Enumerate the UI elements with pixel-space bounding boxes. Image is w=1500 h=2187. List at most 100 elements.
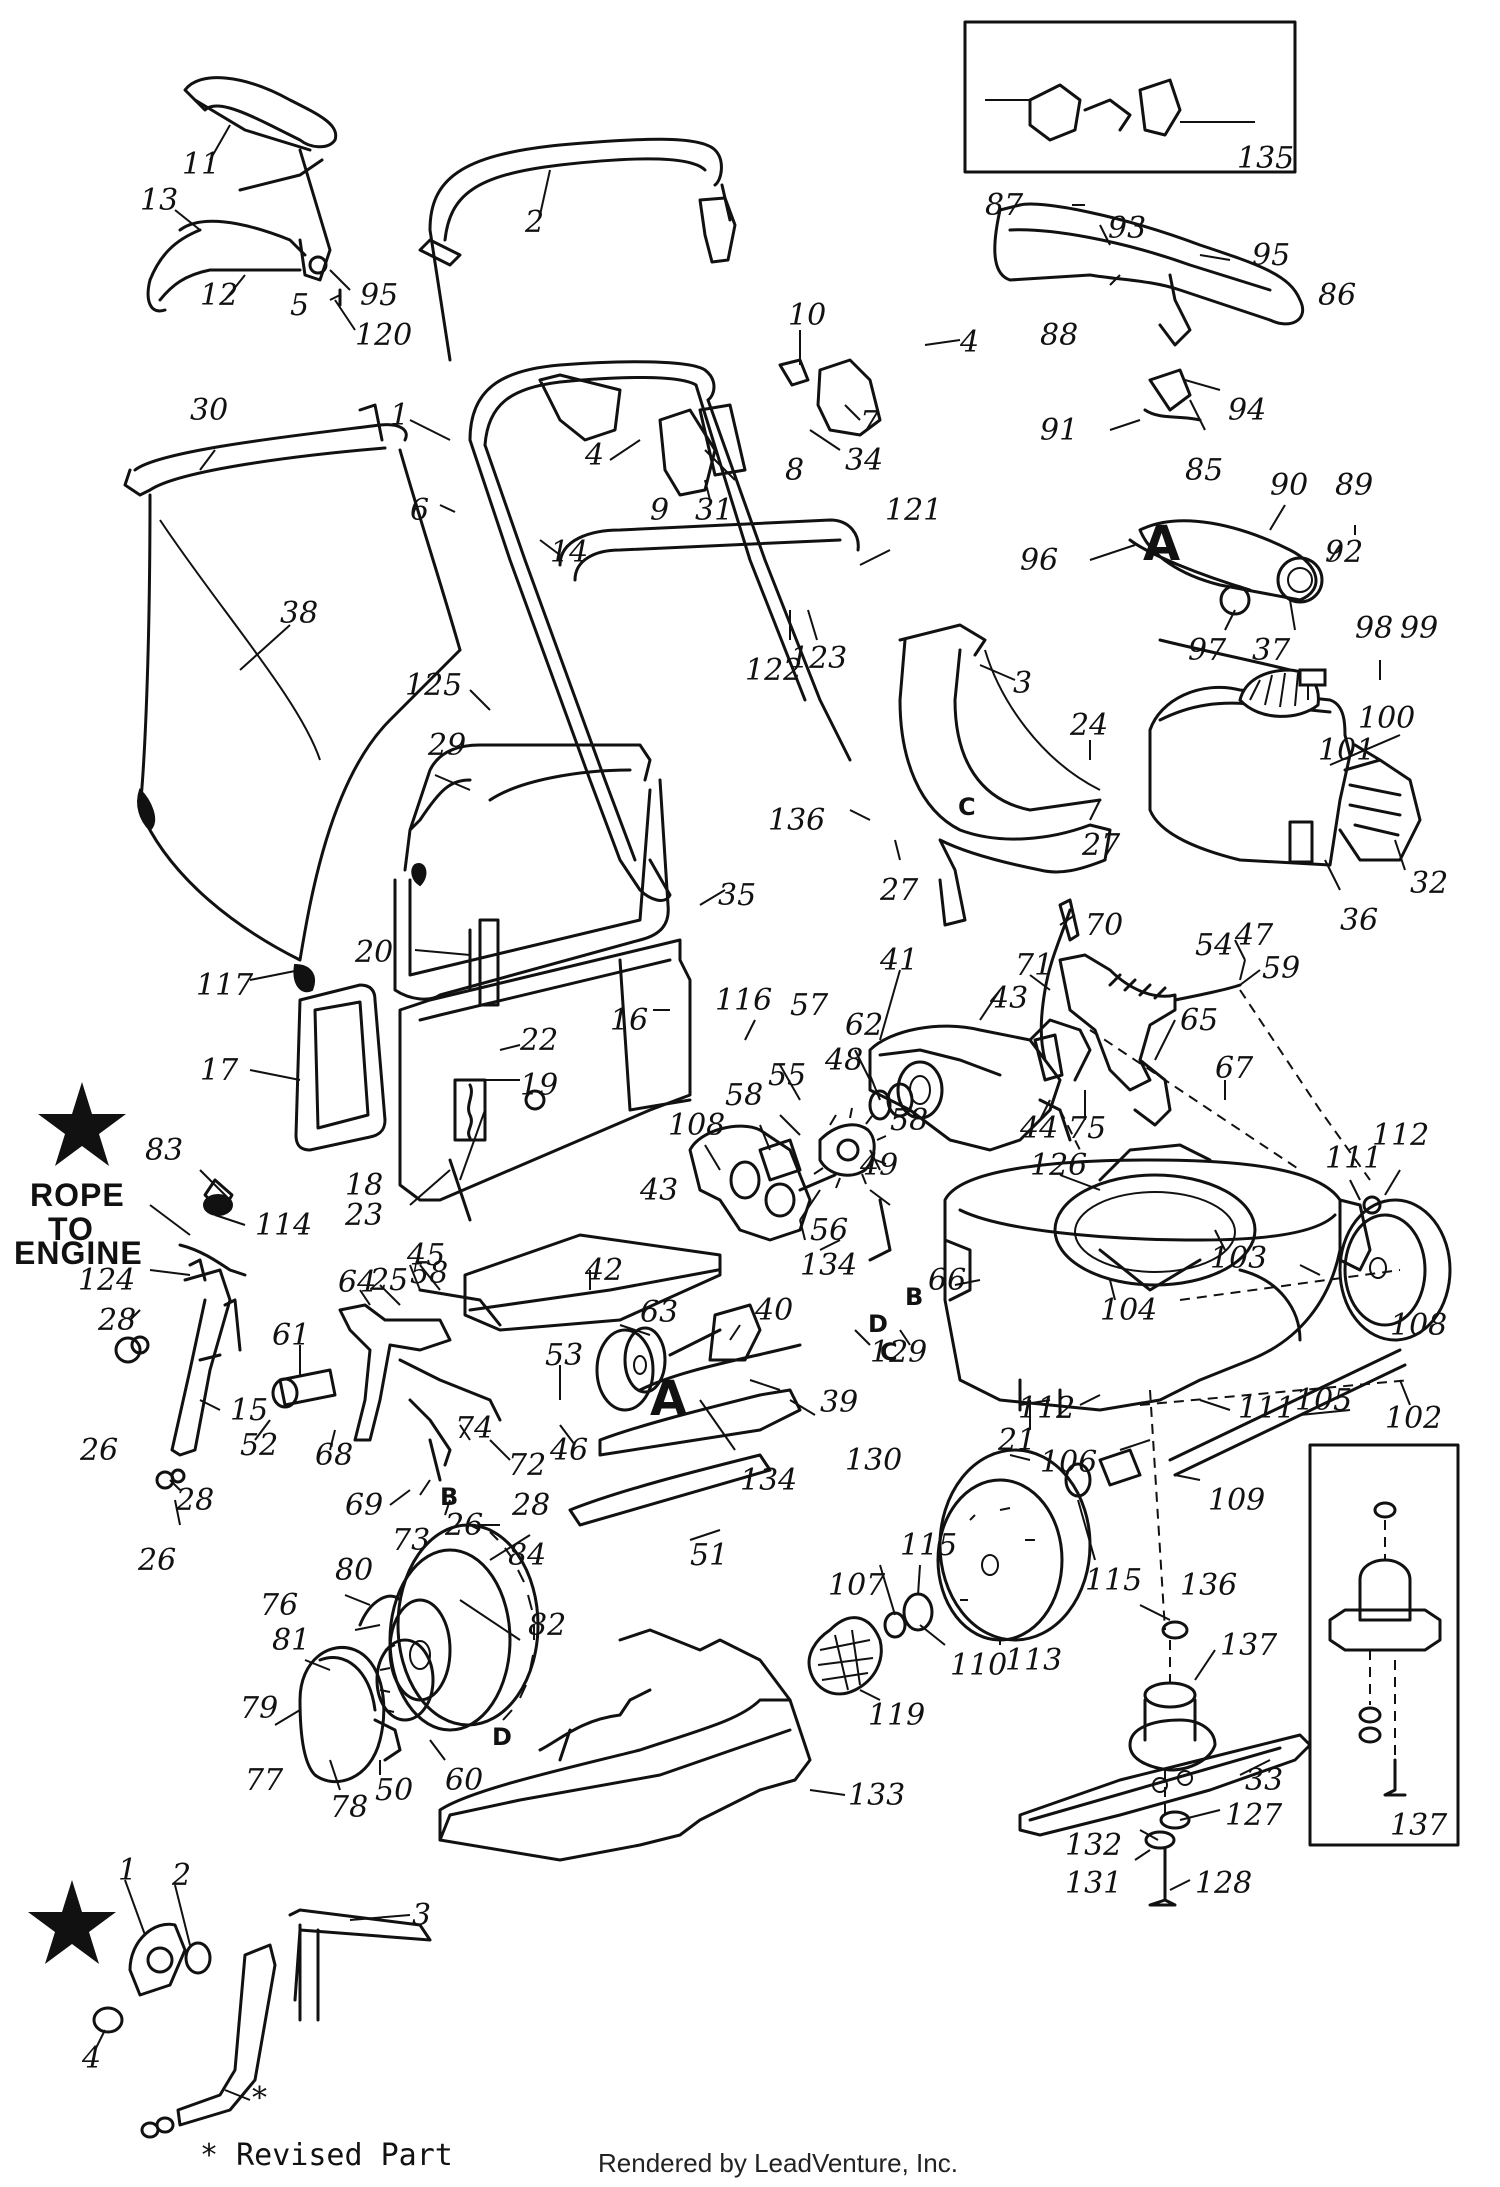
- callout: 25: [369, 1263, 408, 1298]
- callout: 94: [1228, 393, 1266, 428]
- callout: 36: [1340, 903, 1378, 938]
- star-icon: [28, 1880, 116, 1964]
- ref-letter: D: [492, 1723, 512, 1751]
- control-levers: [658, 358, 882, 497]
- rope-note-line3: ENGINE: [14, 1235, 143, 1271]
- callout: 26: [79, 1433, 118, 1468]
- callout: 56: [810, 1213, 848, 1248]
- callout: 125: [405, 668, 462, 703]
- callout: 39: [820, 1385, 858, 1420]
- callout: 6: [410, 493, 429, 528]
- callout: 104: [1100, 1293, 1157, 1328]
- rope-note-line1: ROPE: [30, 1177, 125, 1213]
- callout: 14: [550, 535, 588, 570]
- callout: 22: [519, 1023, 558, 1058]
- callout: 72: [508, 1448, 546, 1483]
- callout: 28: [511, 1488, 550, 1523]
- callout: 88: [1040, 318, 1078, 353]
- callout: 122: [745, 653, 802, 688]
- callout: 12: [200, 278, 238, 313]
- callout: 91: [1040, 413, 1078, 448]
- callout: 58: [410, 1256, 448, 1291]
- callout: 76: [260, 1588, 298, 1623]
- callout: 27: [879, 873, 919, 908]
- callout: 46: [549, 1433, 588, 1468]
- ref-letter: B: [905, 1283, 923, 1311]
- callout: 31: [695, 493, 733, 528]
- callout: 23: [344, 1198, 383, 1233]
- callout: 75: [1068, 1111, 1106, 1146]
- callout: 2: [524, 205, 544, 240]
- callout: 24: [1069, 708, 1108, 743]
- callout: 123: [790, 641, 847, 676]
- callout: 57: [790, 988, 829, 1023]
- callout: 8: [785, 453, 804, 488]
- ref-letter: D: [868, 1310, 888, 1338]
- ref-letter: C: [958, 793, 976, 821]
- callout: 87: [985, 188, 1024, 223]
- callout: 67: [1215, 1051, 1254, 1086]
- callout: 42: [584, 1253, 623, 1288]
- callout: 116: [715, 983, 772, 1018]
- inset-top-right: [963, 20, 1297, 174]
- callout: 97: [1188, 633, 1227, 668]
- reference-letters: A A C C B B D D: [440, 516, 1180, 1751]
- callout: 121: [885, 493, 942, 528]
- callout: 33: [1245, 1763, 1283, 1798]
- upper-handle: [418, 137, 737, 362]
- callout: 51: [690, 1538, 728, 1573]
- callout: 131: [1065, 1866, 1122, 1901]
- callout: 45: [406, 1238, 445, 1273]
- callout: 5: [290, 288, 309, 323]
- rope-note-line2: TO: [48, 1211, 94, 1247]
- callout: 133: [848, 1778, 905, 1813]
- callout: 105: [1295, 1383, 1352, 1418]
- callout: 99: [1400, 611, 1438, 646]
- callout: 3: [412, 1898, 431, 1933]
- callout: 29: [427, 728, 466, 763]
- callout: 2: [171, 1858, 191, 1893]
- callout: 126: [1030, 1148, 1087, 1183]
- callout: 15: [230, 1393, 268, 1428]
- callout: 84: [508, 1538, 546, 1573]
- engine-rope: [178, 1243, 247, 1277]
- callout: 134: [800, 1248, 857, 1283]
- callout: 17: [200, 1053, 239, 1088]
- callout: 62: [845, 1008, 883, 1043]
- callout: 90: [1270, 468, 1308, 503]
- callout: 137: [1390, 1808, 1448, 1843]
- callout: 86: [1318, 278, 1356, 313]
- callout: 35: [718, 878, 756, 913]
- callout: 85: [1185, 453, 1223, 488]
- callout: 68: [315, 1438, 353, 1473]
- callout: 32: [1410, 866, 1448, 901]
- revised-detail: [92, 1908, 432, 2139]
- callout: 107: [828, 1568, 886, 1603]
- callout: 130: [845, 1443, 902, 1478]
- callout: 43: [639, 1173, 678, 1208]
- belt-cover: [993, 202, 1305, 422]
- callout: 58: [890, 1103, 928, 1138]
- callout: 69: [345, 1488, 383, 1523]
- callout: 48: [824, 1043, 863, 1078]
- callout: 78: [330, 1790, 368, 1825]
- callout: 77: [245, 1763, 284, 1798]
- callout: 70: [1085, 908, 1123, 943]
- callout: 74: [455, 1411, 493, 1446]
- callout: 9: [650, 493, 669, 528]
- callout: 54: [1195, 928, 1233, 963]
- callout: 98: [1355, 611, 1393, 646]
- callout: 65: [1180, 1003, 1218, 1038]
- callout: 95: [1252, 238, 1290, 273]
- footer-credit: Rendered by LeadVenture, Inc.: [598, 2148, 958, 2178]
- revised-asterisk: *: [252, 2081, 267, 2116]
- callout: 11: [182, 147, 220, 182]
- callout: 132: [1065, 1828, 1122, 1863]
- callout: 115: [1085, 1563, 1142, 1598]
- bail-handle-assembly: [146, 76, 342, 313]
- callout: 93: [1108, 211, 1146, 246]
- callout: 47: [1234, 918, 1274, 953]
- callout: 82: [528, 1608, 566, 1643]
- callout: 37: [1252, 633, 1291, 668]
